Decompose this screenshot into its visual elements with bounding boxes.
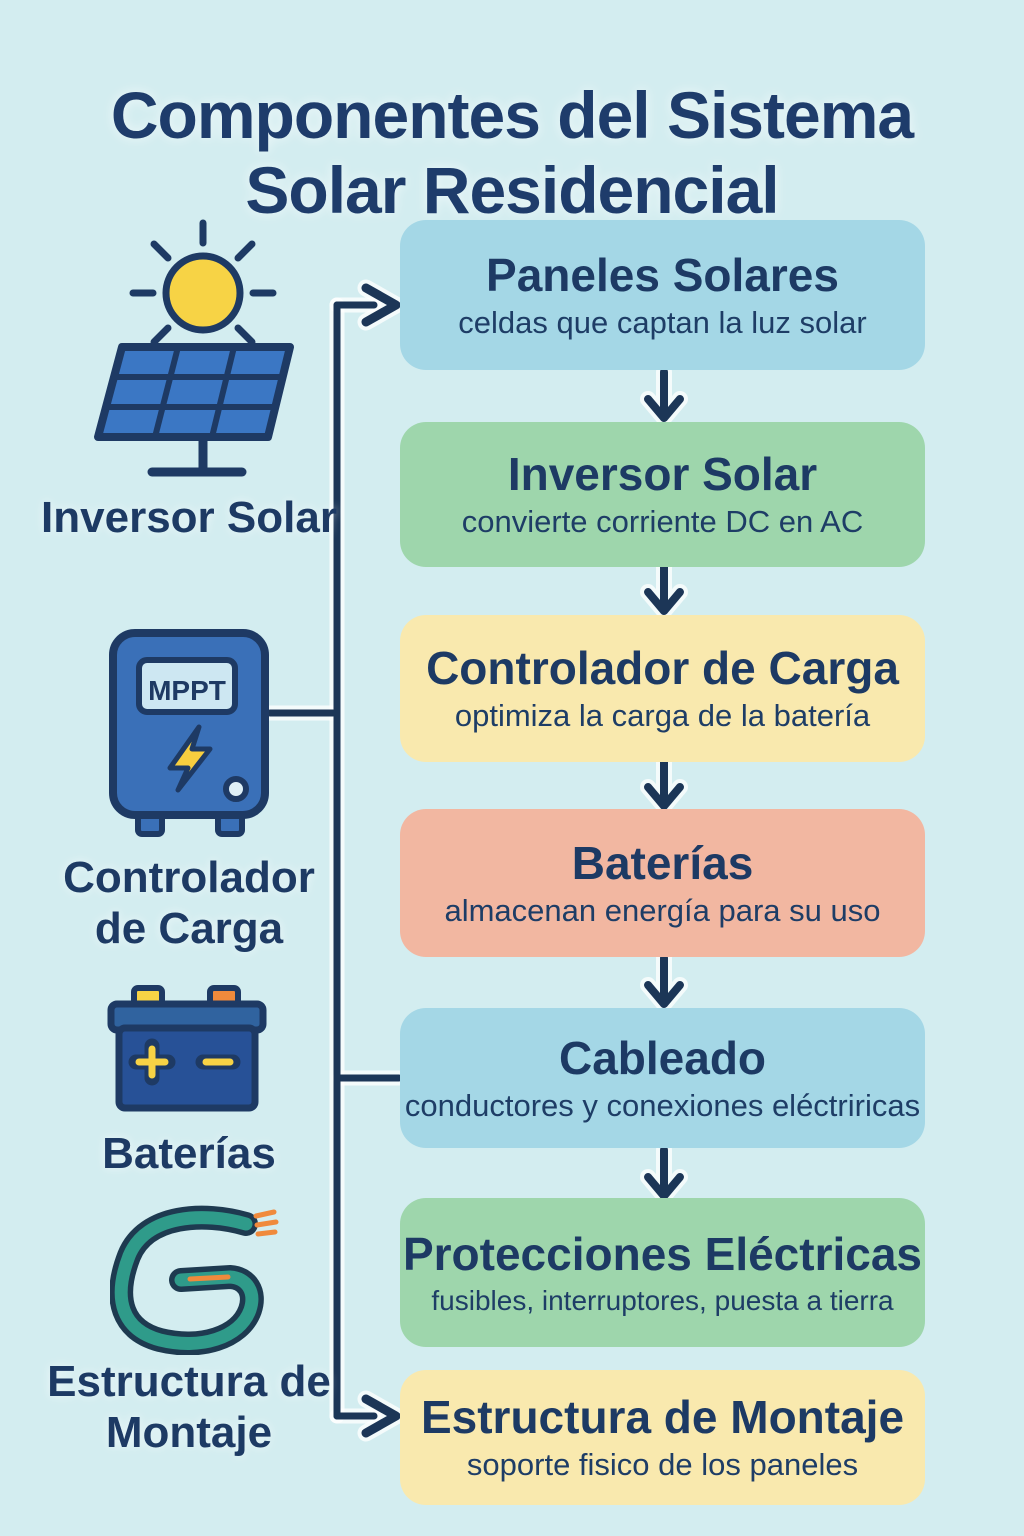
controller-button (223, 776, 249, 802)
controller-display-text: MPPT (148, 675, 226, 706)
flow-box-subtitle: soporte fisico de los paneles (466, 1447, 859, 1483)
panel-stand (147, 436, 247, 477)
legend-label-estructura-de-montaje: Estructura de Montaje (47, 1357, 331, 1458)
flow-box-title: Baterías (571, 836, 754, 889)
page-title: Componentes del Sistema Solar Residencia… (110, 78, 914, 228)
flow-box-title: Estructura de Montaje (420, 1391, 905, 1444)
solar-panel-grid (106, 346, 283, 438)
cable-wire-ends (187, 1209, 279, 1282)
sun-rays (129, 219, 277, 346)
coiled-cable-icon (110, 1205, 279, 1355)
flow-box-subtitle: almacenan energía para su uso (444, 892, 881, 928)
flow-box-cableado: Cableado conductores y conexiones eléctr… (400, 1008, 925, 1148)
down-arrow-2 (644, 561, 684, 615)
legend-label-baterias: Baterías (102, 1129, 276, 1178)
flow-box-title: Paneles Solares (486, 248, 839, 301)
flow-box-protecciones-electricas: Protecciones Eléctricas fusibles, interr… (400, 1198, 925, 1347)
sun-solar-panel-icon (94, 219, 294, 477)
legend-label-inversor-solar: Inversor Solar (41, 493, 337, 542)
flow-box-subtitle: celdas que captan la luz solar (458, 304, 867, 340)
flow-box-baterias: Baterías almacenan energía para su uso (400, 809, 925, 957)
controller-display (136, 657, 238, 715)
flow-box-title: Controlador de Carga (426, 642, 899, 695)
flow-box-title: Cableado (558, 1031, 767, 1084)
legend-label-controlador-de-carga: Controlador de Carga (63, 853, 315, 954)
flow-box-subtitle: fusibles, interruptores, puesta a tierra (431, 1284, 894, 1316)
flow-box-subtitle: optimiza la carga de la batería (454, 698, 871, 734)
lightning-bolt-icon (167, 724, 213, 793)
down-arrow-4 (644, 954, 684, 1008)
arrow-to-estructura-head (361, 1394, 401, 1438)
flow-box-title: Protecciones Eléctricas (402, 1227, 923, 1280)
flow-box-estructura-de-montaje: Estructura de Montaje soporte fisico de … (400, 1370, 925, 1505)
cable-coil (114, 1211, 259, 1350)
down-arrow-3 (644, 756, 684, 810)
flow-box-subtitle: convierte corriente DC en AC (461, 504, 864, 540)
flow-box-inversor-solar: Inversor Solar convierte corriente DC en… (400, 422, 925, 567)
battery-icon (107, 985, 267, 1112)
flow-box-subtitle: conductores y conexiones eléctriricas (404, 1087, 921, 1123)
sun-circle (162, 252, 244, 334)
battery-plus-minus (135, 1045, 234, 1079)
down-arrow-5 (644, 1146, 684, 1200)
mppt-controller-icon: MPPT (109, 629, 269, 837)
solar-panel (94, 343, 294, 441)
down-arrow-1 (644, 368, 684, 422)
flow-box-paneles-solares: Paneles Solares celdas que captan la luz… (400, 220, 925, 370)
flow-box-controlador-de-carga: Controlador de Carga optimiza la carga d… (400, 615, 925, 762)
arrow-to-paneles-head (361, 283, 401, 327)
flow-box-title: Inversor Solar (507, 448, 818, 501)
